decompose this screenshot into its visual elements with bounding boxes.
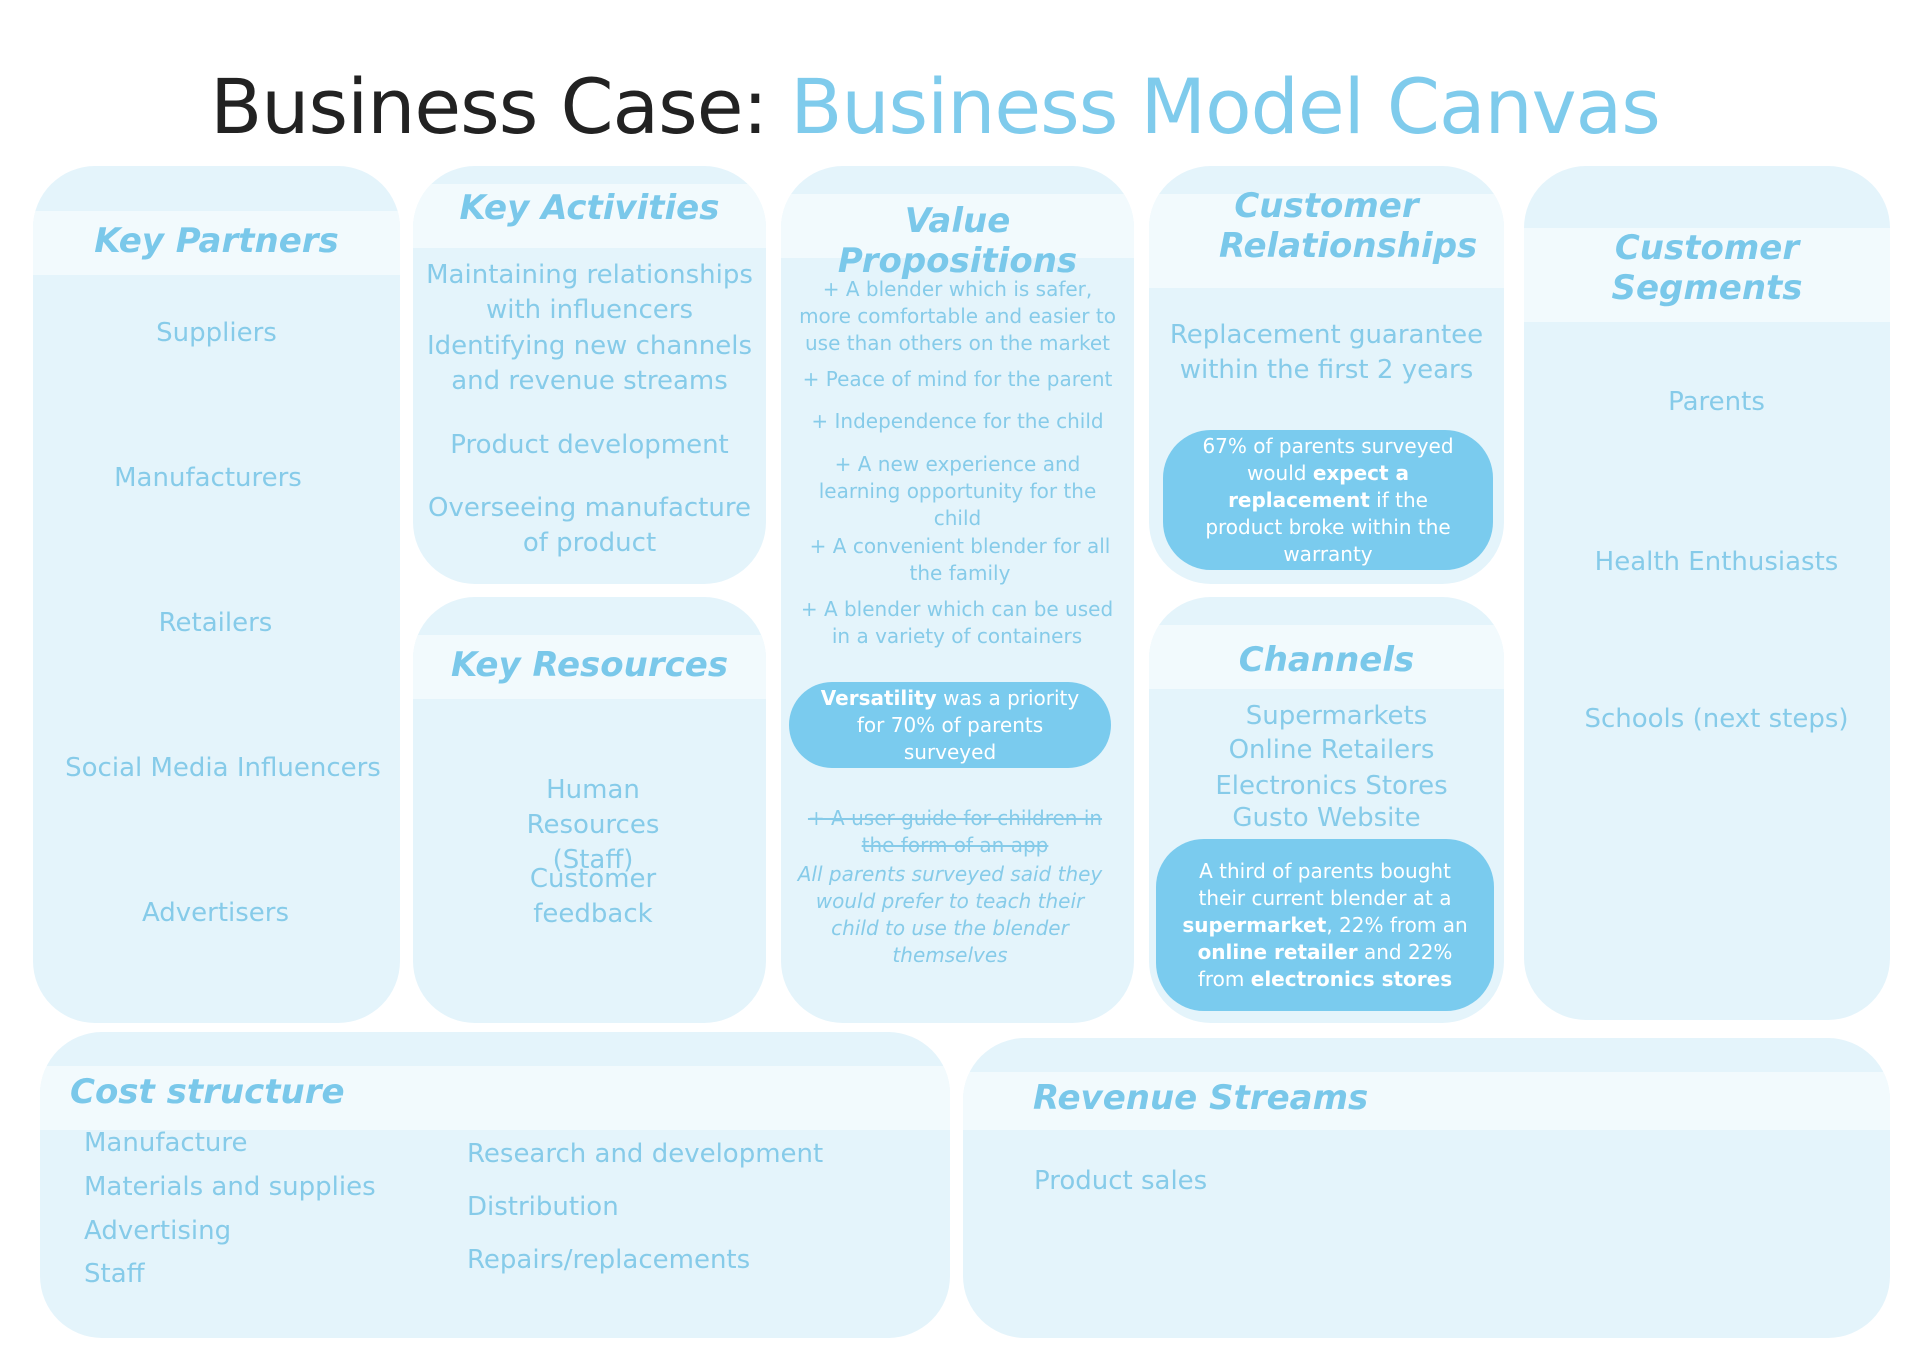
resource-item: Human Resources (Staff) [526,775,660,875]
cost-structure-heading: Cost structure [70,1072,345,1112]
revenue-streams-heading: Revenue Streams [1033,1078,1369,1118]
struck-value-note: All parents surveyed said they would pre… [797,862,1103,967]
resource-item: Customer feedback [529,864,657,929]
value-item: + Peace of mind for the parent [802,367,1113,391]
cost-item: Manufacture [84,1128,248,1158]
value-item: + A blender which can be used in a varie… [800,597,1114,648]
partner-item: Suppliers [156,318,277,348]
activity-item: Identifying new channels and revenue str… [426,331,753,396]
customer-segments-heading: Customer Segments [1611,228,1803,309]
channels-heading: Channels [1238,640,1415,680]
value-item: + Independence for the child [811,409,1104,433]
partner-item: Retailers [158,608,273,638]
customer-relationships-card: Customer Relationships Replacement guara… [1149,166,1504,584]
revenue-item: Product sales [1034,1166,1208,1196]
versatility-stat-badge: Versatility was a priority for 70% of pa… [789,682,1111,768]
customer-segments-card: Customer Segments Parents Health Enthusi… [1524,166,1890,1020]
activity-item: Overseeing manufacture of product [428,493,751,558]
value-propositions-heading: Value Propositions [837,201,1078,282]
partner-item: Social Media Influencers [65,753,381,783]
value-item: + A convenient blender for all the famil… [809,534,1111,585]
page-title: Business Case: Business Model Canvas [0,62,1870,151]
key-resources-card: Key Resources Human Resources (Staff) Cu… [413,597,766,1023]
value-item: + A new experience and learning opportun… [818,452,1097,530]
key-partners-heading: Key Partners [94,221,339,261]
partner-item: Advertisers [141,898,290,928]
customer-relationships-heading: Customer Relationships [1219,186,1478,267]
activity-item: Maintaining relationships with influence… [426,260,753,325]
cost-item: Materials and supplies [84,1172,376,1202]
key-activities-heading: Key Activities [459,188,720,228]
title-prefix: Business Case: [210,62,768,151]
value-item: + A blender which is safer, more comfort… [799,277,1116,355]
cost-item: Distribution [467,1192,619,1222]
key-partners-card: Key Partners Suppliers Manufacturers Ret… [33,166,400,1023]
title-main: Business Model Canvas [790,62,1661,151]
relationship-item: Replacement guarantee within the first 2… [1169,320,1484,385]
cost-item: Research and development [467,1139,824,1169]
partner-item: Manufacturers [114,463,302,493]
cost-item: Advertising [84,1216,232,1246]
revenue-streams-card: Revenue Streams Product sales [963,1038,1890,1338]
segment-item: Schools (next steps) [1584,704,1849,734]
replacement-stat-badge: 67% of parents surveyed would expect a r… [1163,430,1493,570]
cost-item: Repairs/replacements [467,1245,751,1275]
segment-item: Health Enthusiasts [1594,547,1839,577]
value-propositions-card: Value Propositions + A blender which is … [781,166,1134,1023]
channel-item: Gusto Website [1232,803,1421,833]
cost-item: Staff [84,1259,145,1289]
key-activities-card: Key Activities Maintaining relationships… [413,166,766,584]
activity-item: Product development [450,430,729,460]
segment-item: Parents [1668,387,1765,417]
cost-structure-card: Cost structure Manufacture Materials and… [40,1032,950,1338]
key-resources-heading: Key Resources [450,645,729,685]
channel-item: Electronics Stores [1215,771,1448,801]
channel-item: Supermarkets [1245,701,1428,731]
struck-value-item: + A user guide for children in the form … [807,806,1103,857]
channels-card: Channels Supermarkets Online Retailers E… [1149,597,1504,1023]
channel-item: Online Retailers [1228,735,1435,765]
purchase-channel-stat-badge: A third of parents bought their current … [1156,839,1494,1011]
